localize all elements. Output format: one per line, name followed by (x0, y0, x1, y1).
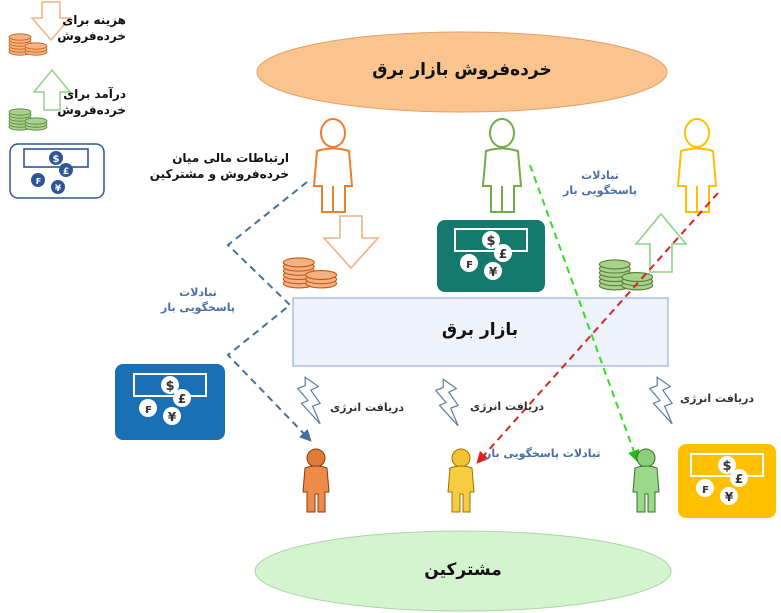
legend-financial-label: ارتباطات مالی میان خرده‌فروش و مشترکین (149, 151, 289, 181)
lightning-icon-2 (435, 378, 459, 427)
demand-response-right-label: تبادلات پاسخگویی بار (563, 169, 637, 197)
subscriber-person-yellow (447, 448, 475, 513)
subscriber-person-green (632, 448, 660, 513)
lightning-icon-1 (297, 376, 321, 425)
retailer-person-green (481, 118, 523, 213)
lightning-icon-3 (649, 376, 673, 425)
cost-arrow-icon (282, 215, 380, 289)
retailer-person-orange (312, 118, 354, 213)
energy-receive-label-1: دریافت انرژی (330, 401, 405, 414)
legend-financial-card: $ £ ₣ ¥ (9, 143, 105, 199)
demand-response-link-left (226, 181, 312, 442)
demand-response-left-label: تبادلات پاسخگویی بار (161, 286, 235, 314)
legend-income-label: درآمد برای خرده‌فروش (57, 87, 126, 117)
demand-response-link-red (476, 192, 719, 464)
retailer-market-ellipse (256, 31, 668, 113)
energy-receive-label-3: دریافت انرژی (680, 392, 755, 405)
financial-card-yellow (678, 444, 776, 518)
financial-card-blue (115, 364, 225, 440)
svg-text:£: £ (63, 167, 69, 177)
power-market-label: بازار برق (441, 320, 519, 340)
svg-text:₣: ₣ (35, 177, 41, 186)
retailer-person-yellow (676, 118, 718, 213)
energy-receive-label-2: دریافت انرژی (470, 400, 545, 413)
subscribers-ellipse (254, 530, 672, 612)
retailer-market-label: خرده‌فروش بازار برق (372, 60, 552, 80)
demand-response-link-green (529, 164, 640, 463)
income-arrow-icon (598, 212, 688, 291)
financial-card-teal (437, 220, 545, 292)
legend-income-icon (8, 68, 72, 131)
demand-response-bottom-label: تبادلات پاسخگویی بار (485, 447, 601, 460)
subscriber-person-orange (302, 448, 330, 513)
power-market-box (292, 297, 669, 367)
svg-text:$: $ (53, 154, 60, 165)
legend-cost-label: هزینه برای خرده‌فروش (57, 13, 126, 43)
subscribers-label: مشترکین (424, 560, 502, 580)
svg-text:¥: ¥ (55, 184, 62, 194)
legend-cost-icon (8, 1, 72, 56)
